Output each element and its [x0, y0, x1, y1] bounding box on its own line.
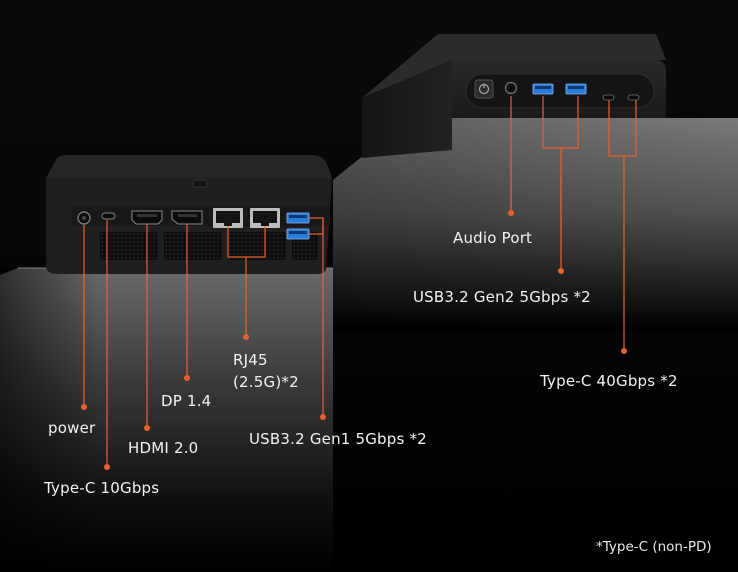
usb-c-port-icon — [627, 94, 640, 101]
callout-dot — [104, 464, 110, 470]
usb-c-port-icon — [101, 212, 116, 220]
callout-dot — [621, 348, 627, 354]
callout-lines — [81, 96, 637, 470]
callout-dot — [320, 414, 326, 420]
label-dp14: DP 1.4 — [161, 392, 212, 410]
front-shelf — [0, 267, 333, 572]
callout-dot — [81, 404, 87, 410]
rj45-port-icon — [213, 208, 243, 228]
lower-mini-pc — [46, 155, 332, 274]
label-usb32-gen1: USB3.2 Gen1 5Gbps *2 — [249, 430, 427, 448]
callout-dot — [144, 425, 150, 431]
callout-dot — [558, 268, 564, 274]
hdmi-port-icon — [131, 210, 163, 225]
label-rj45-speed: (2.5G)*2 — [233, 373, 299, 391]
dc-power-jack-icon — [77, 211, 91, 225]
label-rj45: RJ45 — [233, 351, 268, 369]
power-button-icon — [474, 79, 494, 99]
label-type-c-40gbps: Type-C 40Gbps *2 — [540, 372, 678, 390]
usb-a-port-icon — [286, 212, 310, 224]
back-shelf — [333, 118, 738, 330]
footnote: *Type-C (non-PD) — [596, 539, 712, 555]
label-hdmi20: HDMI 2.0 — [128, 439, 199, 457]
label-type-c-10gbps: Type-C 10Gbps — [44, 479, 160, 497]
displayport-icon — [171, 210, 203, 225]
callout-dot — [184, 375, 190, 381]
label-usb32-gen2: USB3.2 Gen2 5Gbps *2 — [413, 288, 591, 306]
callout-type-c-40 — [608, 100, 637, 157]
callout-dot — [243, 334, 249, 340]
rj45-port-icon — [250, 208, 280, 228]
callout-dot — [508, 210, 514, 216]
label-power: power — [48, 419, 96, 437]
label-audio-port: Audio Port — [453, 229, 533, 247]
usb-a-port-icon — [286, 228, 310, 240]
usb-c-port-icon — [602, 94, 615, 101]
usb-a-port-icon — [565, 83, 587, 95]
audio-jack-icon — [504, 81, 518, 95]
upper-mini-pc — [362, 34, 666, 158]
usb-a-port-icon — [532, 83, 554, 95]
